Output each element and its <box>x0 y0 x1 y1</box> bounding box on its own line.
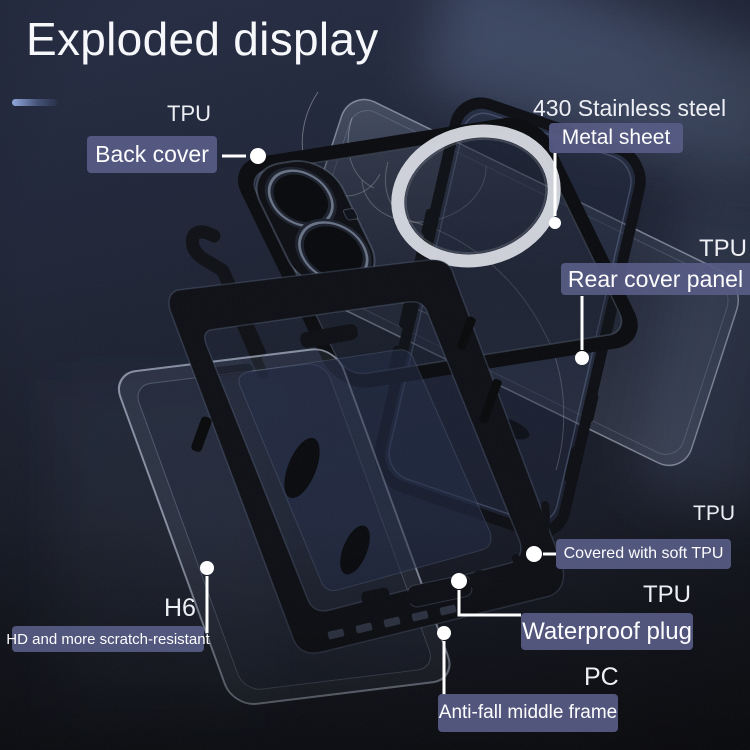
label-box-glass: HD and more scratch-resistant <box>6 626 210 652</box>
page-title: Exploded display <box>26 13 379 65</box>
connector-dot-rear-cover <box>575 351 589 365</box>
label-box-back-cover: Back cover <box>87 136 217 173</box>
material-label-metal-sheet: 430 Stainless steel <box>533 95 727 121</box>
label-text-middle-frame: Anti-fall middle frame <box>438 702 618 723</box>
material-label-waterproof-plug: TPU <box>643 581 691 608</box>
label-text-soft-tpu: Covered with soft TPU <box>563 545 724 562</box>
label-box-metal-sheet: Metal sheet <box>549 123 683 153</box>
material-label-middle-frame: PC <box>584 663 619 691</box>
connector-dot-glass <box>200 561 214 575</box>
connector-dot-middle-frame <box>437 626 451 640</box>
label-text-rear-cover-panel: Rear cover panel <box>567 265 744 292</box>
label-text-metal-sheet: Metal sheet <box>561 126 671 149</box>
connector-dot-back-cover <box>250 148 266 164</box>
label-box-waterproof-plug: Waterproof plug <box>521 613 693 650</box>
connector-dot-waterproof-plug <box>451 573 467 589</box>
material-label-rear-cover-panel: TPU <box>699 235 747 262</box>
connector-dot-soft-tpu <box>526 546 542 562</box>
label-box-soft-tpu: Covered with soft TPU <box>556 539 731 569</box>
material-label-glass: H6 <box>164 594 196 622</box>
connector-dot-metal-sheet <box>549 217 561 229</box>
label-box-middle-frame: Anti-fall middle frame <box>438 694 618 732</box>
label-text-glass: HD and more scratch-resistant <box>6 630 210 648</box>
accent-bar <box>12 99 58 106</box>
material-label-soft-tpu: TPU <box>693 502 735 525</box>
material-label-back-cover: TPU <box>167 101 211 126</box>
callout-connectors <box>200 148 589 695</box>
connector-line-waterproof-plug <box>457 590 521 617</box>
label-box-rear-cover-panel: Rear cover panel <box>561 263 750 295</box>
label-text-waterproof-plug: Waterproof plug <box>522 617 692 645</box>
label-text-back-cover: Back cover <box>95 141 209 167</box>
